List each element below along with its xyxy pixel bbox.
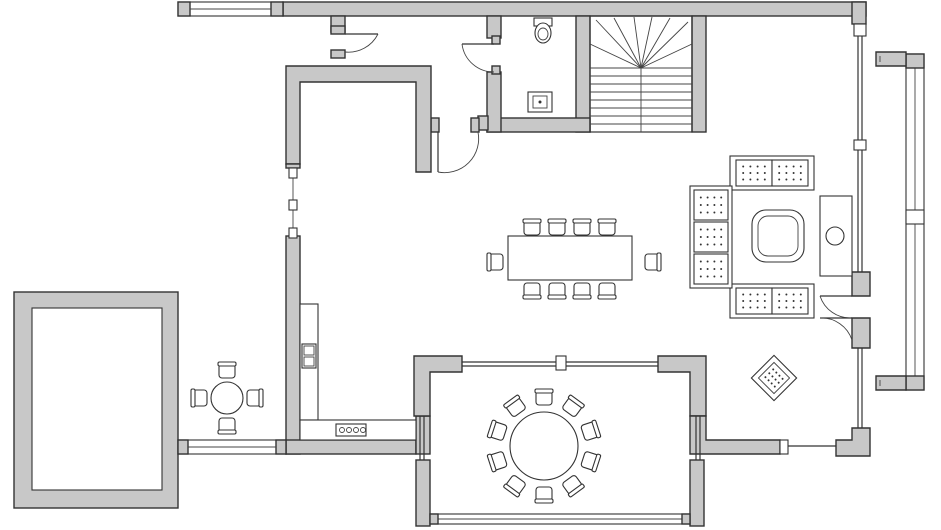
dining-chair [597, 218, 617, 236]
dining-chair [522, 282, 542, 300]
terrace-chair [217, 361, 237, 379]
round-table-chair [486, 419, 508, 441]
dining-chair [486, 252, 504, 272]
chairs-layer [190, 218, 662, 504]
round-table-chair [503, 475, 526, 498]
top-left-window [177, 1, 284, 17]
fireplace-icon [819, 195, 853, 277]
sofa-left [689, 185, 733, 289]
bathroom [461, 17, 591, 133]
dining-chair [547, 218, 567, 236]
stove-icon [335, 423, 367, 437]
dining-chair [644, 252, 662, 272]
entry-door-top [330, 25, 379, 59]
pool [13, 291, 179, 509]
pantry-block [285, 65, 432, 173]
left-wall [285, 167, 431, 455]
toilet-icon [533, 17, 553, 44]
dining-chair [597, 282, 617, 300]
round-table-chair [580, 419, 602, 441]
shower-tray-icon [527, 91, 553, 113]
round-table-chair [534, 486, 554, 504]
kitchen-counter [299, 303, 417, 441]
sofa-bottom [729, 283, 815, 319]
round-table-chair [562, 394, 585, 417]
staircase [589, 15, 693, 133]
dining-chair [572, 282, 592, 300]
small-table-set [210, 381, 244, 415]
terrace-chair [246, 388, 264, 408]
rect-dining-table [507, 235, 633, 281]
dining-chair [572, 218, 592, 236]
glazed-bay [413, 355, 781, 527]
rect-dining-set [507, 235, 633, 281]
side-ottoman [750, 354, 798, 402]
terrace-chair [217, 417, 237, 435]
lounge [689, 155, 853, 402]
terrace-wall [177, 439, 287, 455]
round-table-chair [534, 388, 554, 406]
top-wall [282, 1, 867, 133]
dining-chair [522, 218, 542, 236]
round-table-chair [503, 394, 526, 417]
right-wall [779, 23, 871, 457]
kitchen-door [430, 117, 480, 174]
round-table-chair [486, 451, 508, 473]
terrace-chair [190, 388, 208, 408]
balcony-rail [875, 51, 925, 391]
round-table-chair [580, 451, 602, 473]
coffee-table [751, 209, 805, 263]
round-table-chair [562, 475, 585, 498]
sofa-top [729, 155, 815, 191]
bathroom-door [461, 35, 501, 75]
round-dining-set [509, 411, 579, 481]
round-dining-table [509, 411, 579, 481]
dining-chair [547, 282, 567, 300]
sink-icon [301, 343, 317, 369]
small-round-table [210, 381, 244, 415]
